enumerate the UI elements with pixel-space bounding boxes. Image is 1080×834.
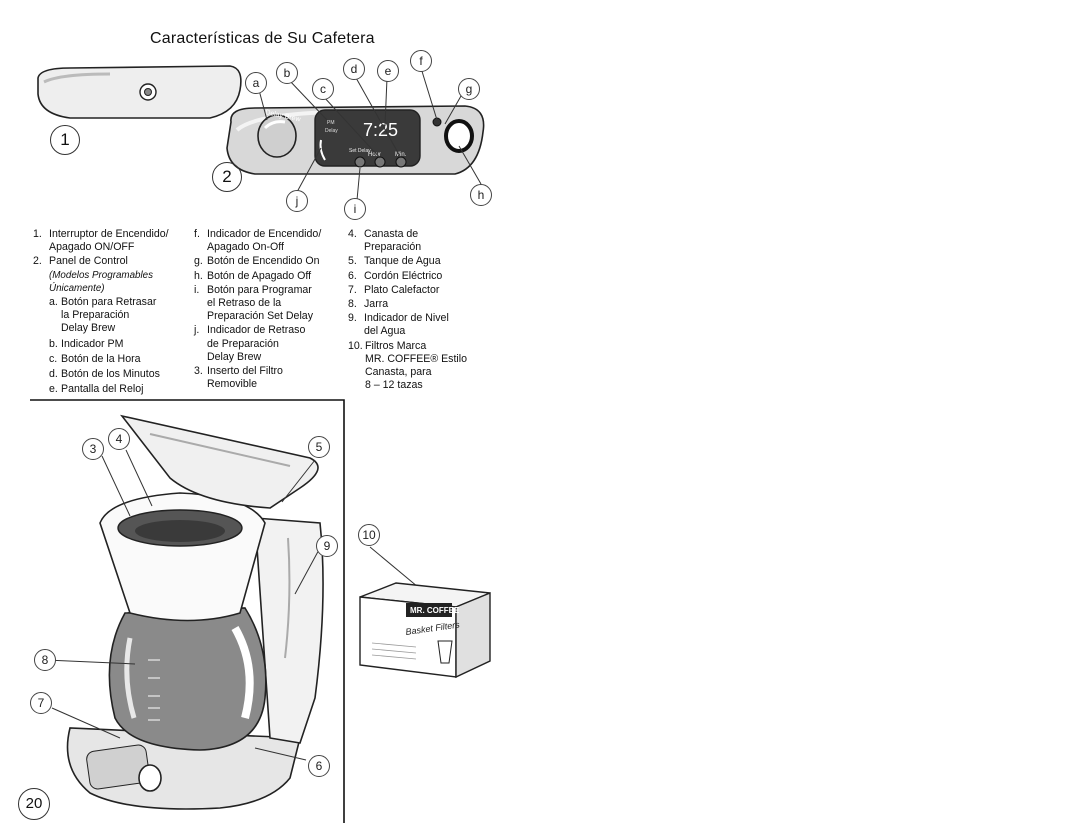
carton-brand: MR. COFFEE	[410, 606, 460, 615]
callout-j: j	[286, 190, 308, 212]
set-delay-button[interactable]	[354, 156, 366, 168]
figure-2-label: 2	[212, 162, 242, 192]
control-panel-illustration: Delay Brew PM Delay 7:25 Set Delay Hour …	[226, 67, 485, 201]
figure-1-label: 1	[50, 125, 80, 155]
callout-a: a	[245, 72, 267, 94]
page-number: 20	[18, 788, 50, 820]
callout-d: d	[343, 58, 365, 80]
legend-item-5: 5.Tanque de Agua	[348, 255, 441, 268]
power-switch-illustration	[37, 65, 242, 119]
pm-indicator-label: PM	[327, 120, 335, 126]
legend-item-h: h.Botón de Apagado Off	[194, 269, 312, 282]
callout-h: h	[470, 184, 492, 206]
callout-5: 5	[308, 436, 330, 458]
min-label: Min.	[395, 152, 407, 158]
legend-item-7: 7.Plato Calefactor	[348, 283, 440, 296]
callout-g: g	[458, 78, 480, 100]
on-off-button[interactable]	[444, 119, 474, 153]
paper-filter-icon	[437, 640, 453, 664]
set-delay-label: Set Delay	[349, 148, 371, 154]
callout-b: b	[276, 62, 298, 84]
legend-item-b: b.Indicador PM	[49, 337, 124, 350]
base-control-panel	[86, 744, 150, 790]
callout-f: f	[410, 50, 432, 72]
carafe-icon	[108, 607, 267, 751]
callout-3: 3	[82, 438, 104, 460]
legend-item-f: f. Indicador de Encendido/Apagado On-Off	[194, 228, 322, 254]
clock-display	[314, 109, 421, 167]
callout-7: 7	[30, 692, 52, 714]
filter-carton-illustration: MR. COFFEE Basket Filters	[359, 546, 491, 679]
callout-9: 9	[316, 535, 338, 557]
coffee-maker-illustration	[30, 399, 345, 823]
legend-item-2: 2. Panel de Control(Modelos Programables…	[33, 255, 154, 294]
base-switch-icon	[138, 764, 162, 792]
callout-c: c	[312, 78, 334, 100]
legend-item-6: 6.Cordón Eléctrico	[348, 269, 443, 282]
callout-e: e	[377, 60, 399, 82]
page-title: Características de Su Cafetera	[150, 30, 375, 47]
legend-item-e: e.Pantalla del Reloj	[49, 383, 144, 396]
callout-i: i	[344, 198, 366, 220]
callout-4: 4	[108, 428, 130, 450]
hour-label: Hour	[368, 152, 381, 158]
callout-6: 6	[308, 755, 330, 777]
legend-column-1: 1. Interruptor de Encendido/Apagado ON/O…	[33, 228, 193, 396]
clock-time: 7:25	[363, 120, 398, 140]
legend-item-d: d.Botón de los Minutos	[49, 368, 160, 381]
legend-item-c: c.Botón de la Hora	[49, 352, 141, 365]
min-button[interactable]	[395, 156, 407, 168]
legend-item-g: g.Botón de Encendido On	[194, 255, 320, 268]
on-off-indicator-light	[432, 117, 442, 127]
hour-button[interactable]	[374, 156, 386, 168]
delay-indicator-label: Delay	[325, 128, 338, 134]
legend-item-1: 1. Interruptor de Encendido/Apagado ON/O…	[33, 228, 169, 254]
legend-column-2: f. Indicador de Encendido/Apagado On-Off…	[194, 228, 344, 392]
legend-item-8: 8.Jarra	[348, 298, 389, 311]
callout-8: 8	[34, 649, 56, 671]
callout-10: 10	[358, 524, 380, 546]
